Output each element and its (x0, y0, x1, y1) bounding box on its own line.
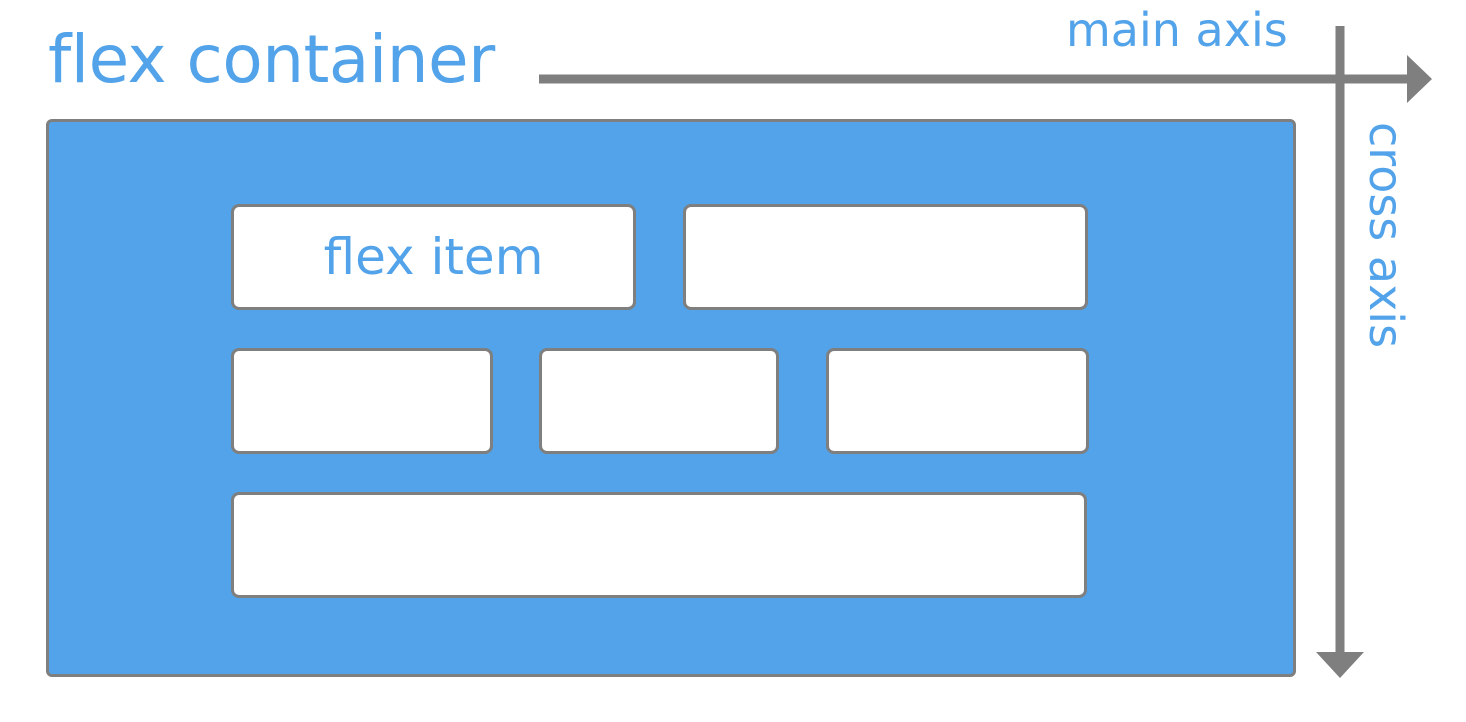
flex-item: flex item (231, 204, 636, 310)
flex-item (231, 492, 1087, 598)
cross-axis-arrow-icon (1316, 26, 1364, 678)
flex-container: flex item (46, 119, 1296, 677)
flex-item (231, 348, 493, 454)
main-axis-label: main axis (1066, 3, 1288, 57)
flex-item-label: flex item (323, 228, 544, 286)
main-axis-arrow-icon (539, 55, 1432, 103)
flex-item (826, 348, 1089, 454)
flex-item (683, 204, 1088, 310)
flex-item (539, 348, 779, 454)
flex-container-title: flex container (48, 21, 495, 98)
